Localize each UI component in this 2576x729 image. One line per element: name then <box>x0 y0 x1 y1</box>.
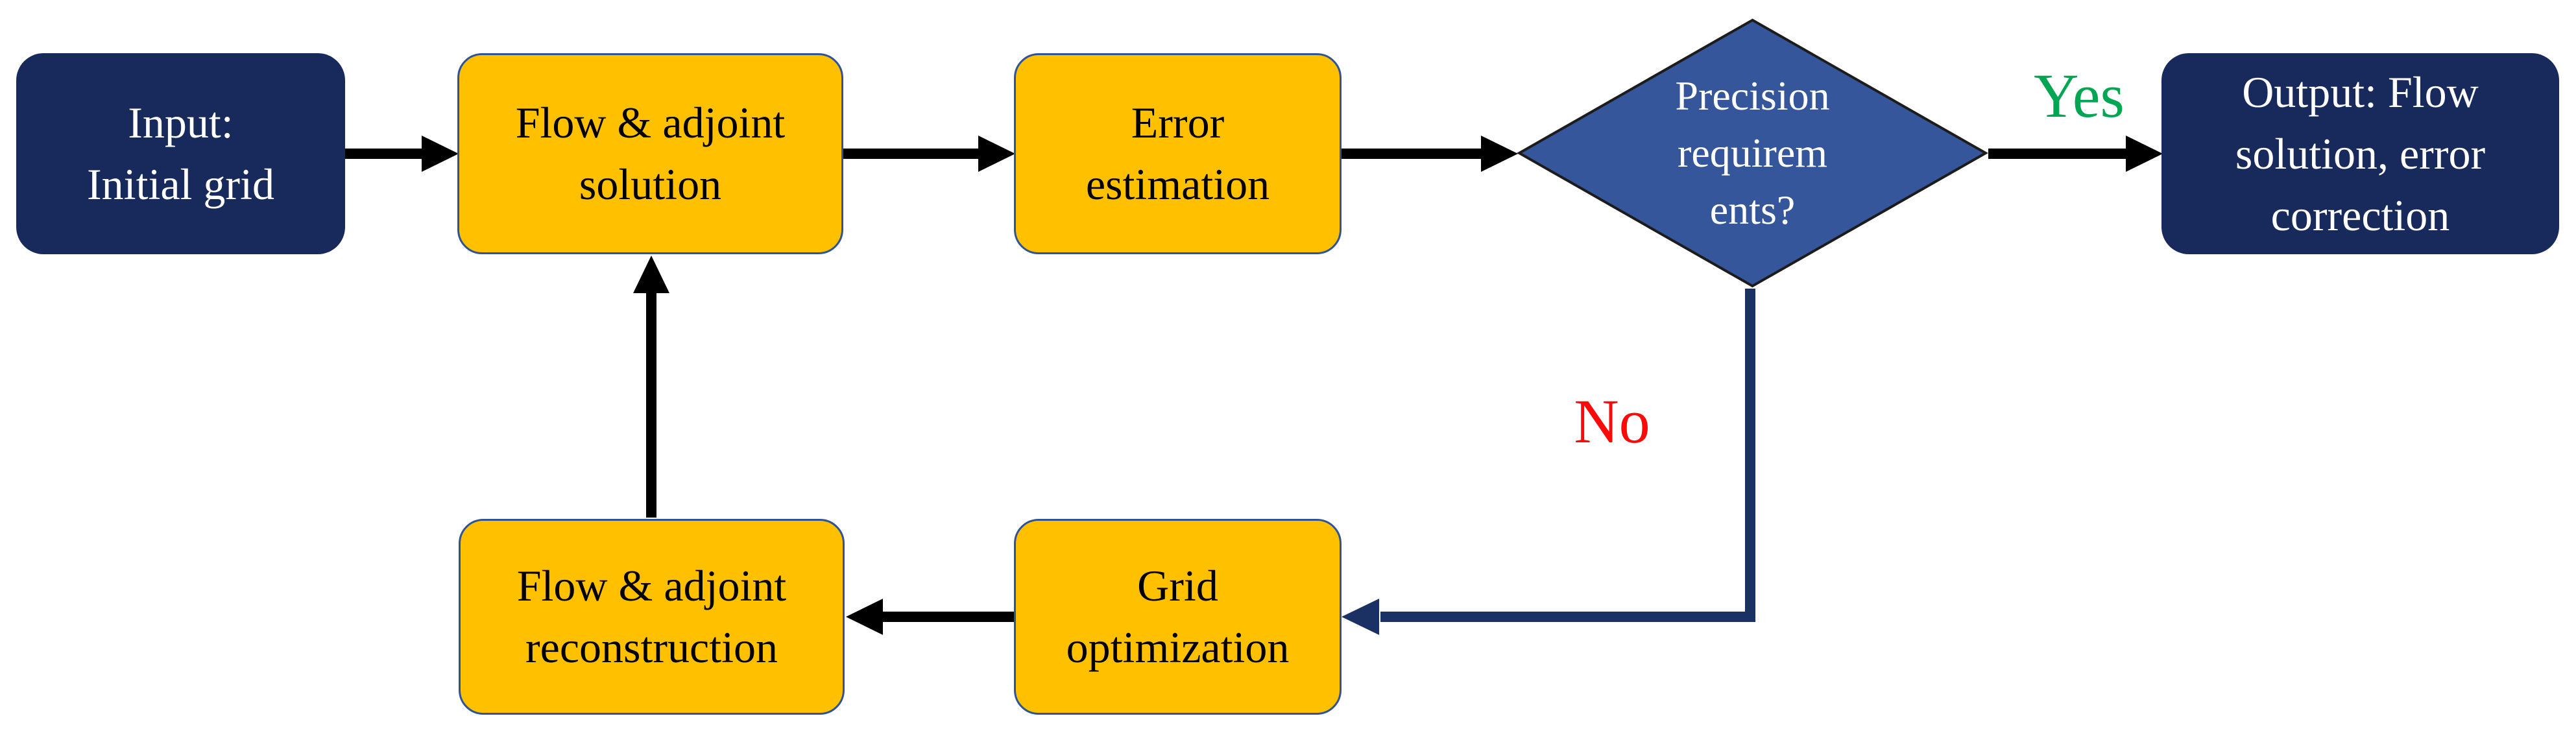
node-decision-label: Precision requirem ents? <box>1675 73 1830 233</box>
arrowhead-up-icon <box>633 256 669 293</box>
arrowhead-left-icon <box>1342 599 1379 635</box>
edge-decision-yes-to-output <box>1988 136 2163 172</box>
node-error-estimation-label: Error estimation <box>1085 98 1270 209</box>
arrowhead-right-icon <box>1481 136 1518 172</box>
arrowhead-right-icon <box>422 136 459 172</box>
arrowhead-right-icon <box>2126 136 2163 172</box>
diamond-shape-icon <box>1517 18 1988 288</box>
node-grid-optimization-label: Grid optimization <box>1066 561 1290 672</box>
arrowhead-right-icon <box>978 136 1015 172</box>
node-decision-precision-requirements: Precision requirem ents? <box>1517 18 1988 289</box>
node-flow-adjoint-solution-label: Flow & adjoint solution <box>515 98 786 209</box>
edge-error-estimation-to-decision <box>1342 136 1518 172</box>
node-flow-adjoint-solution: Flow & adjoint solution <box>457 53 843 254</box>
node-flow-adjoint-reconstruction-label: Flow & adjoint reconstruction <box>516 561 787 672</box>
node-input: Input: Initial grid <box>16 53 345 254</box>
no-label: No <box>1574 387 1650 456</box>
node-output-label: Output: Flow solution, error correction <box>2235 67 2486 240</box>
yes-label: Yes <box>2034 61 2125 130</box>
node-output: Output: Flow solution, error correction <box>2161 53 2559 254</box>
edge-flow-solution-to-error-estimation <box>843 136 1015 172</box>
edge-decision-no-to-grid-optimization <box>1342 289 1755 635</box>
node-flow-adjoint-reconstruction: Flow & adjoint reconstruction <box>459 519 845 715</box>
edge-input-to-flow-solution <box>345 136 459 172</box>
node-error-estimation: Error estimation <box>1014 53 1342 254</box>
node-grid-optimization: Grid optimization <box>1014 519 1342 715</box>
edge-reconstruction-to-flow-solution <box>633 256 669 518</box>
arrowhead-left-icon <box>846 599 883 635</box>
node-input-label: Input: Initial grid <box>87 98 274 209</box>
edge-grid-optimization-to-reconstruction <box>846 599 1014 635</box>
